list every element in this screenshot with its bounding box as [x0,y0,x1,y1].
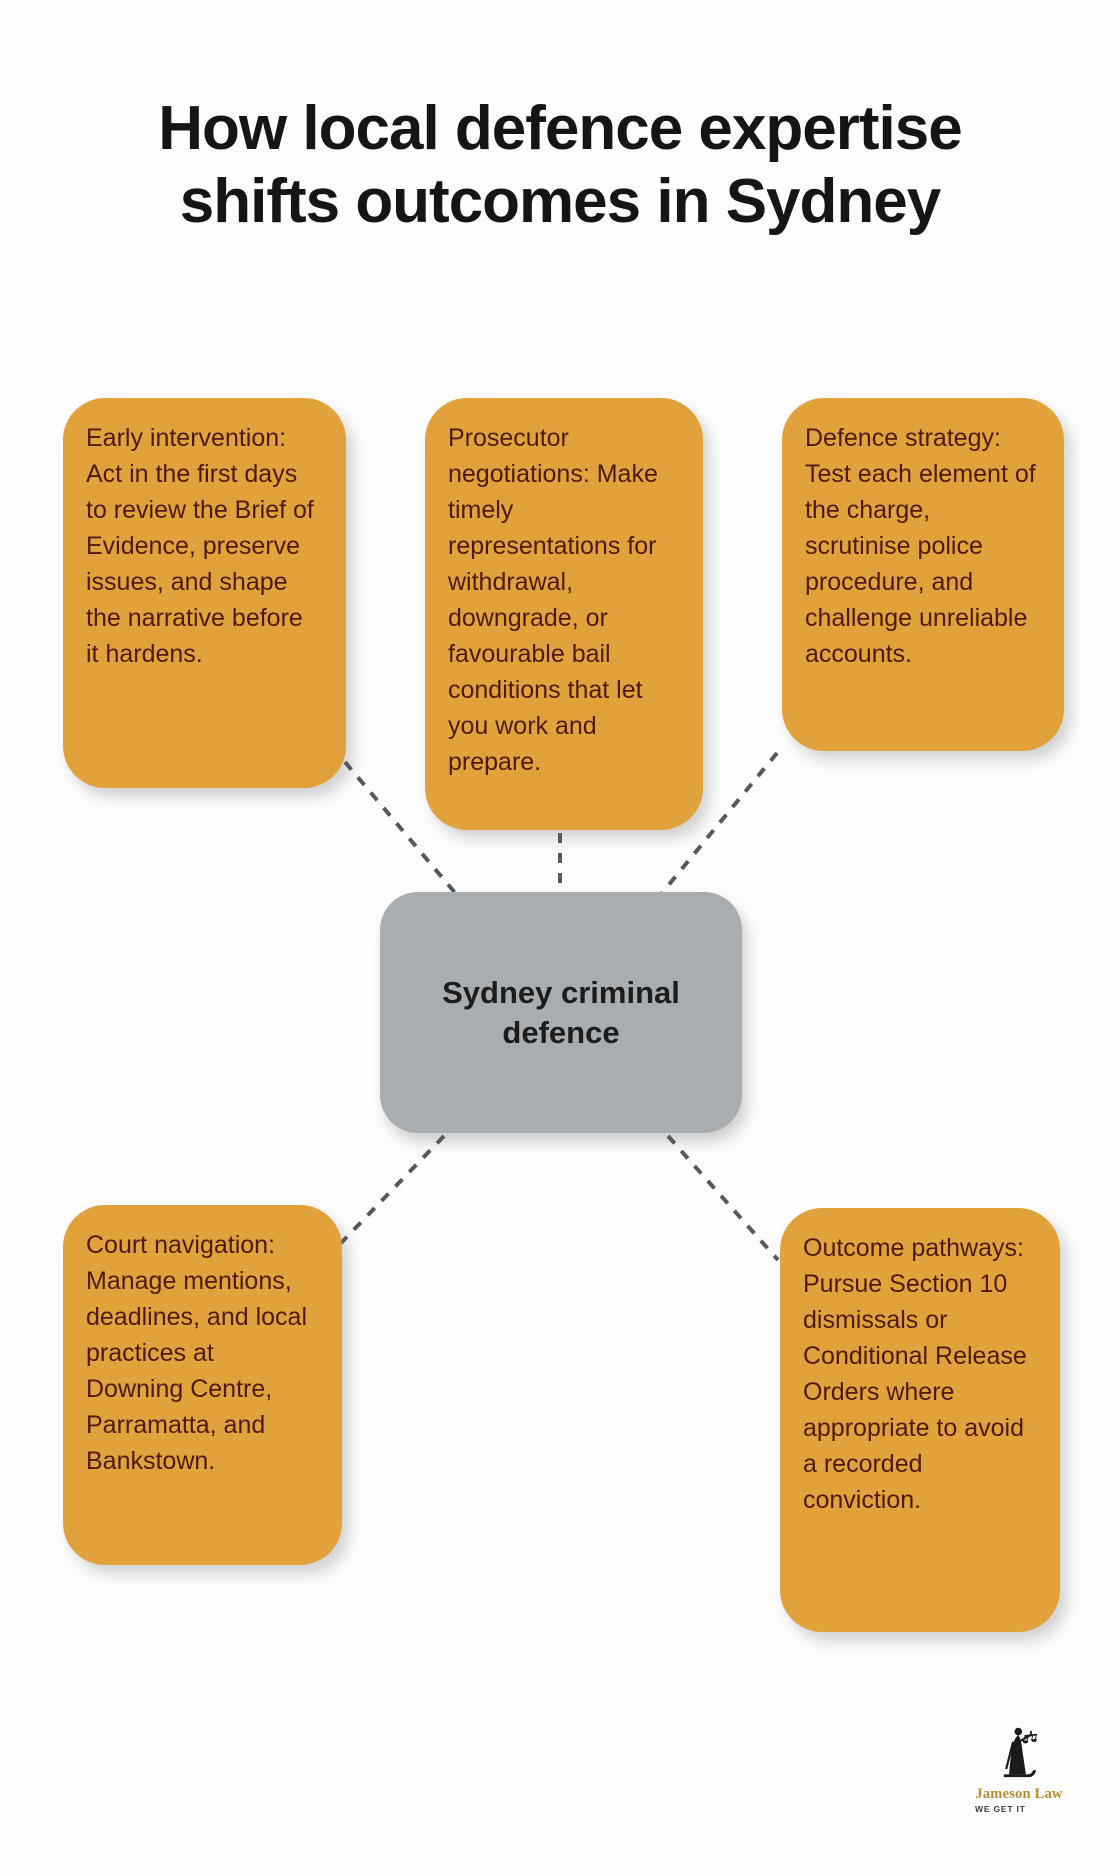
brand-logo: Jameson Law WE GET IT [975,1726,1063,1814]
page-title-line1: How local defence expertise [158,94,962,163]
page-title-line2: shifts outcomes in Sydney [179,167,942,236]
center-node-label: Sydney criminal defence [442,974,680,1050]
page-title: How local defence expertise shifts outco… [0,92,1120,238]
node-early-intervention: Early intervention: Act in the first day… [63,398,346,788]
node-early-intervention-text: Early intervention: Act in the first day… [86,424,314,668]
node-prosecutor-negotiations: Prosecutor negotiations: Make timely rep… [425,398,703,830]
node-outcome-pathways: Outcome pathways: Pursue Section 10 dism… [780,1208,1060,1632]
brand-tagline: WE GET IT [975,1804,1026,1814]
brand-name: Jameson Law [975,1786,1063,1802]
node-court-navigation-text: Court navigation: Manage mentions, deadl… [86,1231,307,1475]
node-prosecutor-negotiations-text: Prosecutor negotiations: Make timely rep… [448,424,658,776]
node-defence-strategy: Defence strategy: Test each element of t… [782,398,1064,751]
node-court-navigation: Court navigation: Manage mentions, deadl… [63,1205,342,1565]
lady-justice-icon [1003,1727,1038,1778]
edge-outcome-pathways [666,1134,780,1262]
edge-court-navigation [339,1134,446,1245]
node-defence-strategy-text: Defence strategy: Test each element of t… [805,424,1036,668]
node-outcome-pathways-text: Outcome pathways: Pursue Section 10 dism… [803,1234,1027,1514]
center-node-sydney-criminal-defence: Sydney criminal defence [380,892,742,1133]
